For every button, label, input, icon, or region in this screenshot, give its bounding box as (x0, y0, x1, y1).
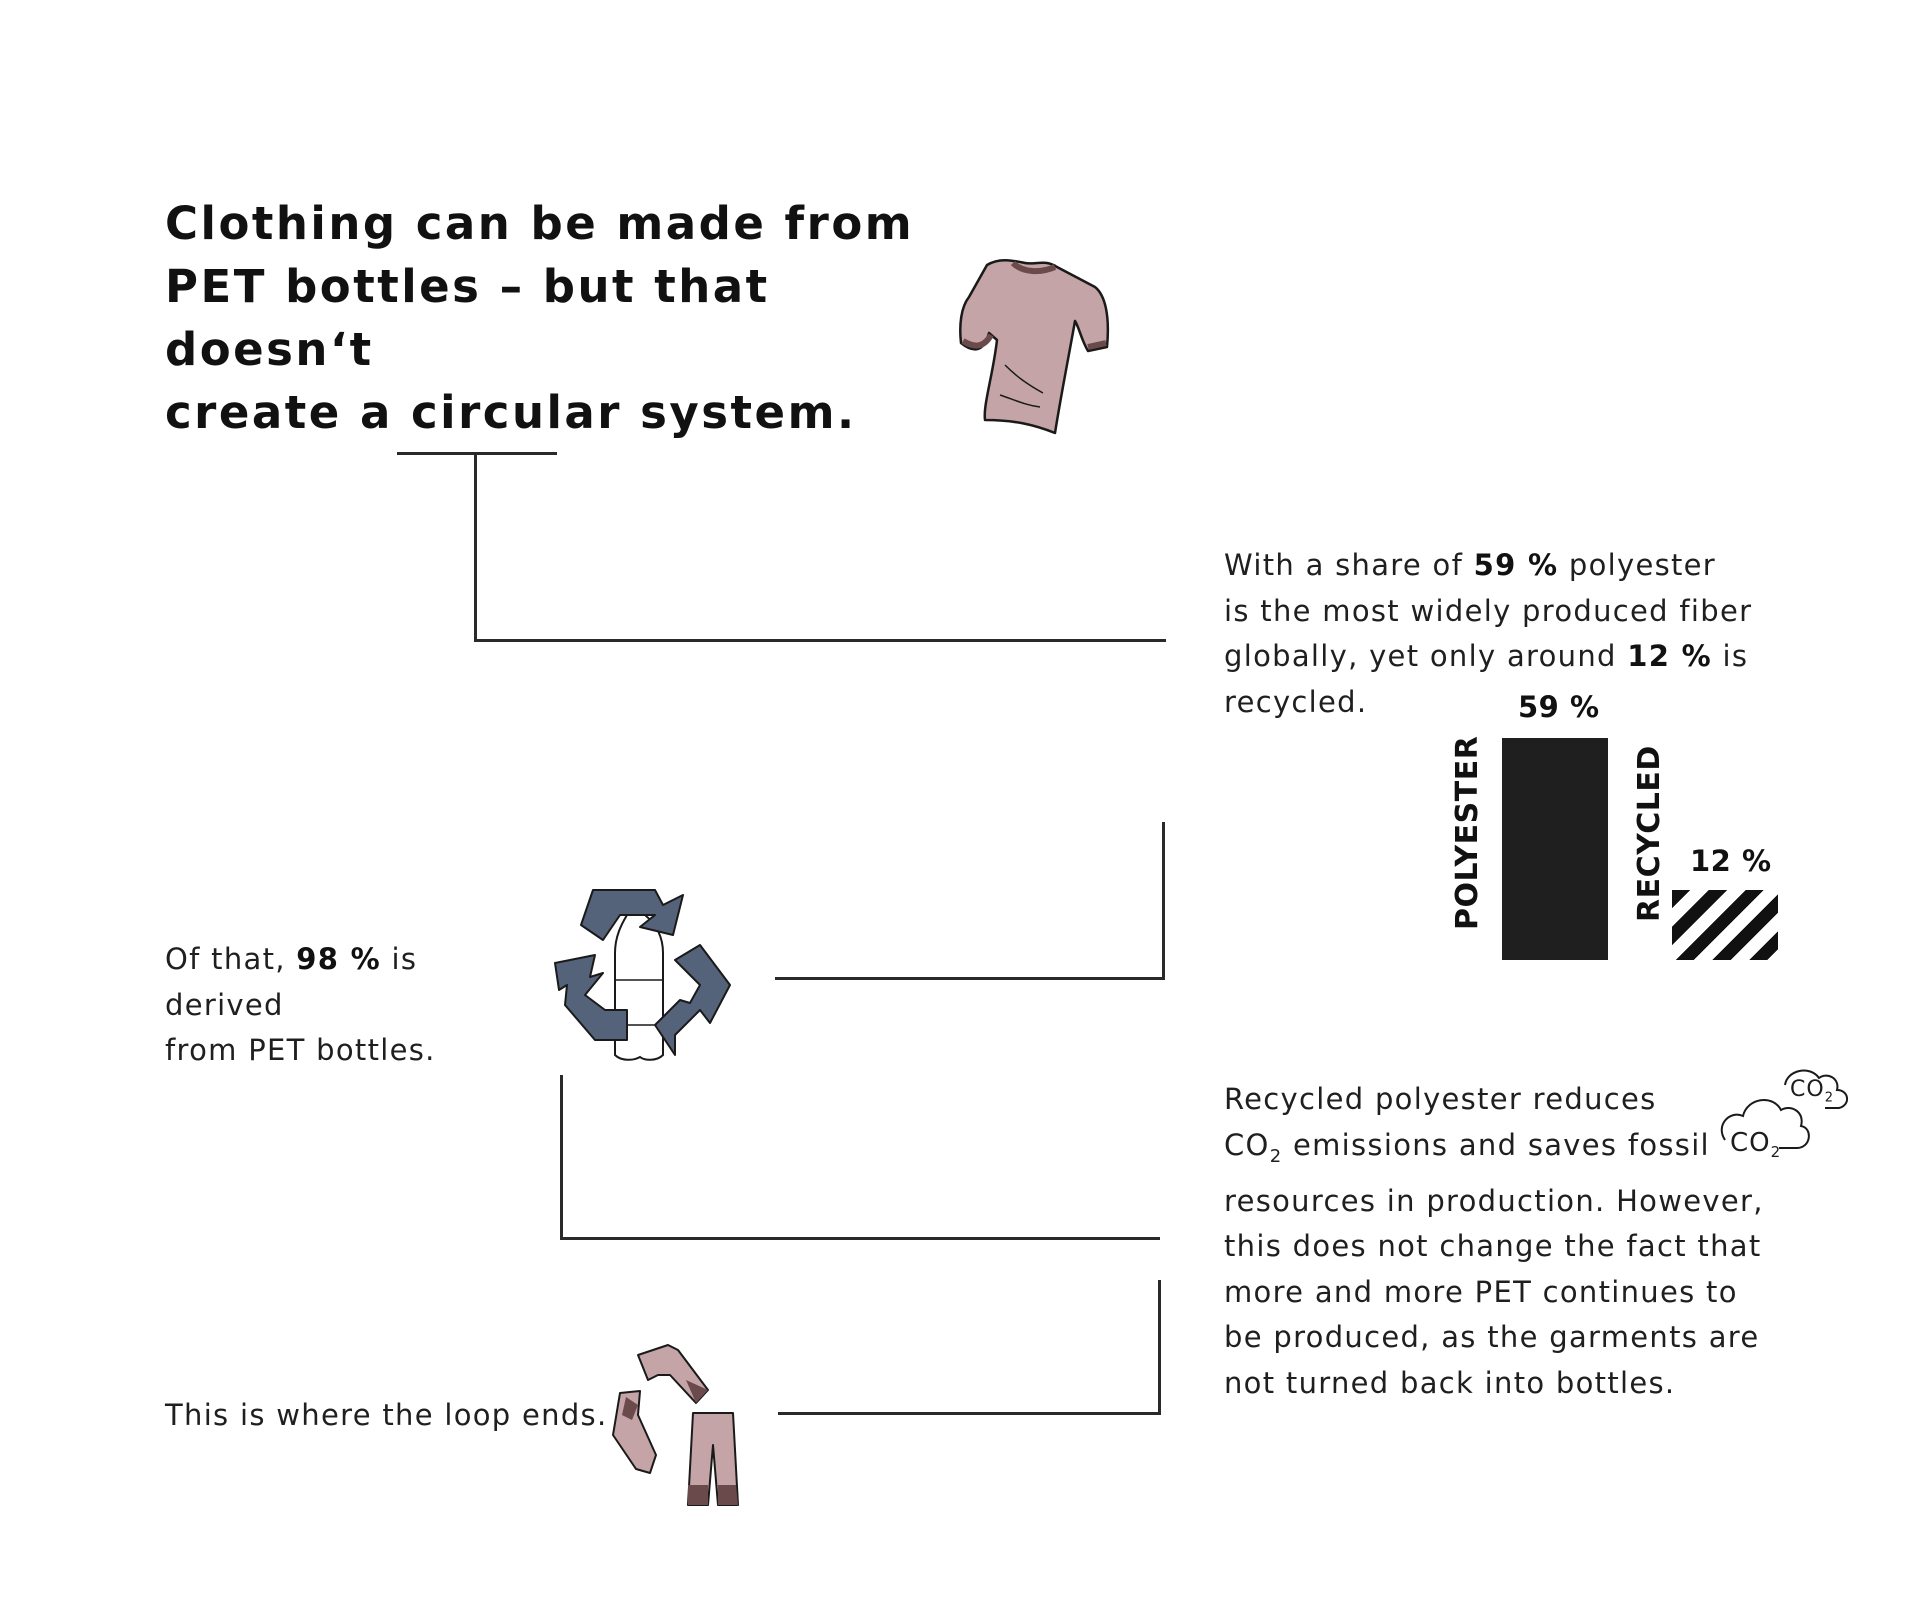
connector-2-vertical (1162, 822, 1165, 980)
co2-cloud-icon (1720, 1069, 1848, 1149)
loop-ends-text: This is where the loop ends. (165, 1393, 625, 1439)
text-segment: polyester (1558, 548, 1717, 582)
clothes-recycle-icon (612, 1344, 739, 1506)
t-shirt-icon (959, 259, 1110, 435)
connector-1-horizontal (474, 639, 1166, 642)
text-line: from PET bottles. (165, 1033, 436, 1067)
connector-2-horizontal (775, 977, 1165, 980)
text-line: be produced, as the garments are (1224, 1320, 1760, 1355)
text-line: not turned back into bottles. (1224, 1365, 1676, 1400)
text-line: Recycled polyester reduces (1224, 1082, 1657, 1116)
text-line: more and more PET continues to (1224, 1274, 1738, 1309)
title-line-2: PET bottles – but that doesn‘t (165, 260, 770, 376)
text-segment: is derived (165, 942, 418, 1022)
title-line-3: create a circular system. (165, 386, 857, 439)
highlight-98: 98 % (296, 942, 382, 976)
highlight-12: 12 % (1627, 639, 1712, 673)
text-segment: is (1711, 639, 1749, 673)
polyester-share-text: With a share of 59 % polyester is the mo… (1224, 543, 1784, 725)
co2-label: CO (1790, 1077, 1825, 1102)
co2-label: CO (1224, 1127, 1270, 1162)
text-segment: globally, yet only around (1224, 639, 1628, 673)
text-line: This is where the loop ends. (165, 1398, 608, 1432)
text-line: this does not change the fact that (1224, 1229, 1762, 1264)
connector-4-horizontal (778, 1412, 1161, 1415)
co2-cloud-label-small: CO2 (1790, 1077, 1834, 1105)
co2-label: CO (1730, 1128, 1771, 1158)
co2-emissions-text: Recycled polyester reduces CO2 emissions… (1224, 1077, 1824, 1406)
text-line: recycled. (1224, 684, 1368, 719)
connector-3-vertical (560, 1075, 563, 1240)
text-line: resources in production. However, (1224, 1183, 1764, 1218)
pet-bottles-text: Of that, 98 % is derived from PET bottle… (165, 937, 545, 1074)
bar-polyester (1502, 738, 1608, 960)
highlight-59: 59 % (1473, 548, 1559, 582)
text-segment: With a share of (1224, 548, 1474, 582)
connector-1-vertical (474, 452, 477, 642)
connector-top-cap (397, 452, 557, 455)
co2-subscript: 2 (1269, 1145, 1283, 1167)
bar-recycled (1672, 890, 1778, 960)
co2-cloud-label-large: CO2 (1730, 1128, 1781, 1161)
connector-3-horizontal (560, 1237, 1160, 1240)
bar-category-label-polyester: POLYESTER (1450, 735, 1485, 930)
page-title: Clothing can be made from PET bottles – … (165, 192, 965, 444)
co2-subscript: 2 (1824, 1090, 1834, 1106)
text-segment: emissions and saves fossil (1282, 1127, 1710, 1162)
title-line-1: Clothing can be made from (165, 197, 915, 250)
text-line: is the most widely produced fiber (1224, 593, 1753, 628)
text-segment: Of that, (165, 942, 297, 976)
bar-chart: 59 % POLYESTER 12 % RECYCLED (1450, 690, 1790, 960)
co2-subscript: 2 (1770, 1143, 1782, 1162)
bar-value-label-recycled: 12 % (1690, 844, 1772, 878)
bar-value-label-polyester: 59 % (1518, 690, 1600, 724)
bar-category-label-recycled: RECYCLED (1632, 745, 1667, 922)
connector-4-vertical (1158, 1280, 1161, 1415)
recycle-bottle-icon (554, 889, 731, 1061)
